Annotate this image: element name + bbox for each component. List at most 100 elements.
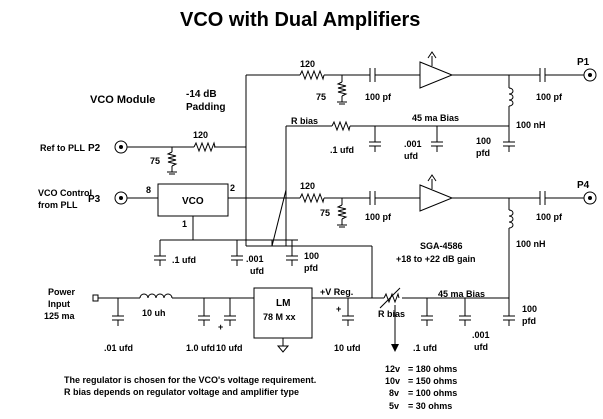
shunt-capacitors	[112, 141, 515, 326]
c100pf-top-in-label: 100 pf	[365, 92, 392, 102]
vco-c1-label: .1 ufd	[172, 255, 196, 265]
r120-bottom-label: 120	[300, 181, 315, 191]
c001ufd-top-label-2: ufd	[404, 151, 418, 161]
amp-part-label: SGA-4586	[420, 241, 463, 251]
regulator-line1: LM	[276, 298, 290, 309]
regulator-block	[253, 287, 313, 339]
wiring	[98, 74, 584, 346]
bias-bottom-label: 45 ma Bias	[438, 289, 485, 299]
cap-100pf-top-out	[539, 68, 556, 82]
r120-ref-label: 120	[193, 130, 208, 140]
inductor-10uh	[139, 293, 173, 299]
vco-c3-label-2: pfd	[304, 263, 318, 273]
padding-label-2: Padding	[186, 102, 225, 113]
rbias-row-1-ohms: = 150 ohms	[408, 376, 457, 386]
vco-c2-label-2: ufd	[250, 266, 264, 276]
rbias-row-3-ohms: = 30 ohms	[408, 401, 452, 411]
rbias-row-0-ohms: = 180 ohms	[408, 364, 457, 374]
c01ufd-in-label: .01 ufd	[104, 343, 133, 353]
ref-to-pll-label: Ref to PLL	[40, 143, 85, 153]
amp-gain-label: +18 to +22 dB gain	[396, 254, 476, 264]
power-input-label-3: 125 ma	[44, 311, 76, 321]
rbias-top-label: R bias	[291, 116, 318, 126]
cap-100pf-top-in	[369, 68, 385, 82]
c001ufd-bottom-label-1: .001	[472, 330, 490, 340]
resistor-75-top	[336, 81, 348, 97]
regulator-output: +V Reg.	[320, 287, 353, 297]
vco-pin2: 2	[230, 183, 235, 193]
c001ufd-top-label-1: .001	[404, 139, 422, 149]
diagram-title: VCO with Dual Amplifiers	[180, 9, 420, 31]
r75-top-label: 75	[316, 92, 326, 102]
amplifier-top	[419, 51, 454, 89]
rbias-row-1-v: 10v	[385, 376, 400, 386]
r120-top-label: 120	[300, 59, 315, 69]
c100pfd-top-label-2: pfd	[476, 148, 490, 158]
vco-pin8: 8	[146, 185, 151, 195]
port-p2	[114, 140, 128, 154]
rbias-arrow-icon	[391, 344, 399, 352]
resistor-120-bottom	[299, 192, 325, 204]
rbias-row-2-v: 8v	[389, 388, 399, 398]
c001ufd-bottom-label-2: ufd	[474, 342, 488, 352]
c100pfd-bottom-label-2: pfd	[522, 316, 536, 326]
resistor-75-bottom	[336, 204, 348, 220]
port-p2-label: P2	[88, 143, 101, 154]
power-input-label-1: Power	[48, 287, 76, 297]
c100pf-top-out-label: 100 pf	[536, 92, 563, 102]
c01ufd-top-label: .1 ufd	[330, 145, 354, 155]
l100nh-top-label: 100 nH	[516, 120, 546, 130]
vco-c3-label-1: 100	[304, 251, 319, 261]
vco-control-label-2: from PLL	[38, 200, 78, 210]
vco-pin1: 1	[182, 219, 187, 229]
cap-plus-2: +	[336, 304, 341, 314]
vco-label: VCO	[182, 196, 204, 207]
resistor-rbias-top	[331, 120, 351, 132]
port-p3	[114, 191, 128, 205]
port-p4	[583, 191, 597, 205]
resistor-120-top	[299, 69, 325, 81]
c100pf-bottom-out-label: 100 pf	[536, 212, 563, 222]
r75-bottom-label: 75	[320, 208, 330, 218]
note-2: R bias depends on regulator voltage and …	[64, 387, 299, 397]
rbias-table: 12v = 180 ohms 10v = 150 ohms 8v = 100 o…	[385, 364, 457, 411]
vco-control-label-1: VCO Control	[38, 188, 92, 198]
c10ufd-in2-label: 10 ufd	[216, 343, 243, 353]
padding-label-1: -14 dB	[186, 89, 217, 100]
port-p3-label: P3	[88, 194, 101, 205]
rbias-row-2-ohms: = 100 ohms	[408, 388, 457, 398]
c100pf-bottom-in-label: 100 pf	[365, 212, 392, 222]
l100nh-bottom-label: 100 nH	[516, 239, 546, 249]
c10ufd-out-label: 10 ufd	[334, 343, 361, 353]
inductor-100nh-bottom	[508, 209, 514, 229]
vco-block	[157, 183, 229, 217]
c01ufd-bottom-label: .1 ufd	[413, 343, 437, 353]
port-p1	[583, 68, 597, 82]
cap-100pf-bottom-out	[539, 191, 556, 205]
resistor-75-ref	[166, 151, 178, 167]
cap-plus-1: +	[218, 322, 223, 332]
amplifier-bottom	[419, 174, 454, 212]
r75-ref-label: 75	[150, 156, 160, 166]
vco-c2-label-1: .001	[246, 254, 264, 264]
rbias-bottom-label: R bias	[378, 309, 405, 319]
module-label: VCO Module	[90, 94, 155, 106]
rbias-row-3-v: 5v	[389, 401, 399, 411]
resistor-rbias-bottom	[379, 287, 401, 309]
bias-top-label: 45 ma Bias	[412, 113, 459, 123]
power-input-terminal	[92, 294, 99, 302]
note-1: The regulator is chosen for the VCO's vo…	[64, 375, 316, 385]
rbias-row-0-v: 12v	[385, 364, 400, 374]
port-p1-label: P1	[577, 57, 590, 68]
regulator-line2: 78 M xx	[263, 312, 296, 322]
l10uh-label: 10 uh	[142, 308, 166, 318]
ground-symbols	[167, 101, 347, 353]
cap-100pf-bottom-in	[369, 191, 385, 205]
port-p4-label: P4	[577, 180, 590, 191]
c10ufd-in-label: 1.0 ufd	[186, 343, 215, 353]
c100pfd-bottom-label-1: 100	[522, 304, 537, 314]
inductor-100nh-top	[508, 87, 514, 107]
power-input-label-2: Input	[48, 299, 70, 309]
